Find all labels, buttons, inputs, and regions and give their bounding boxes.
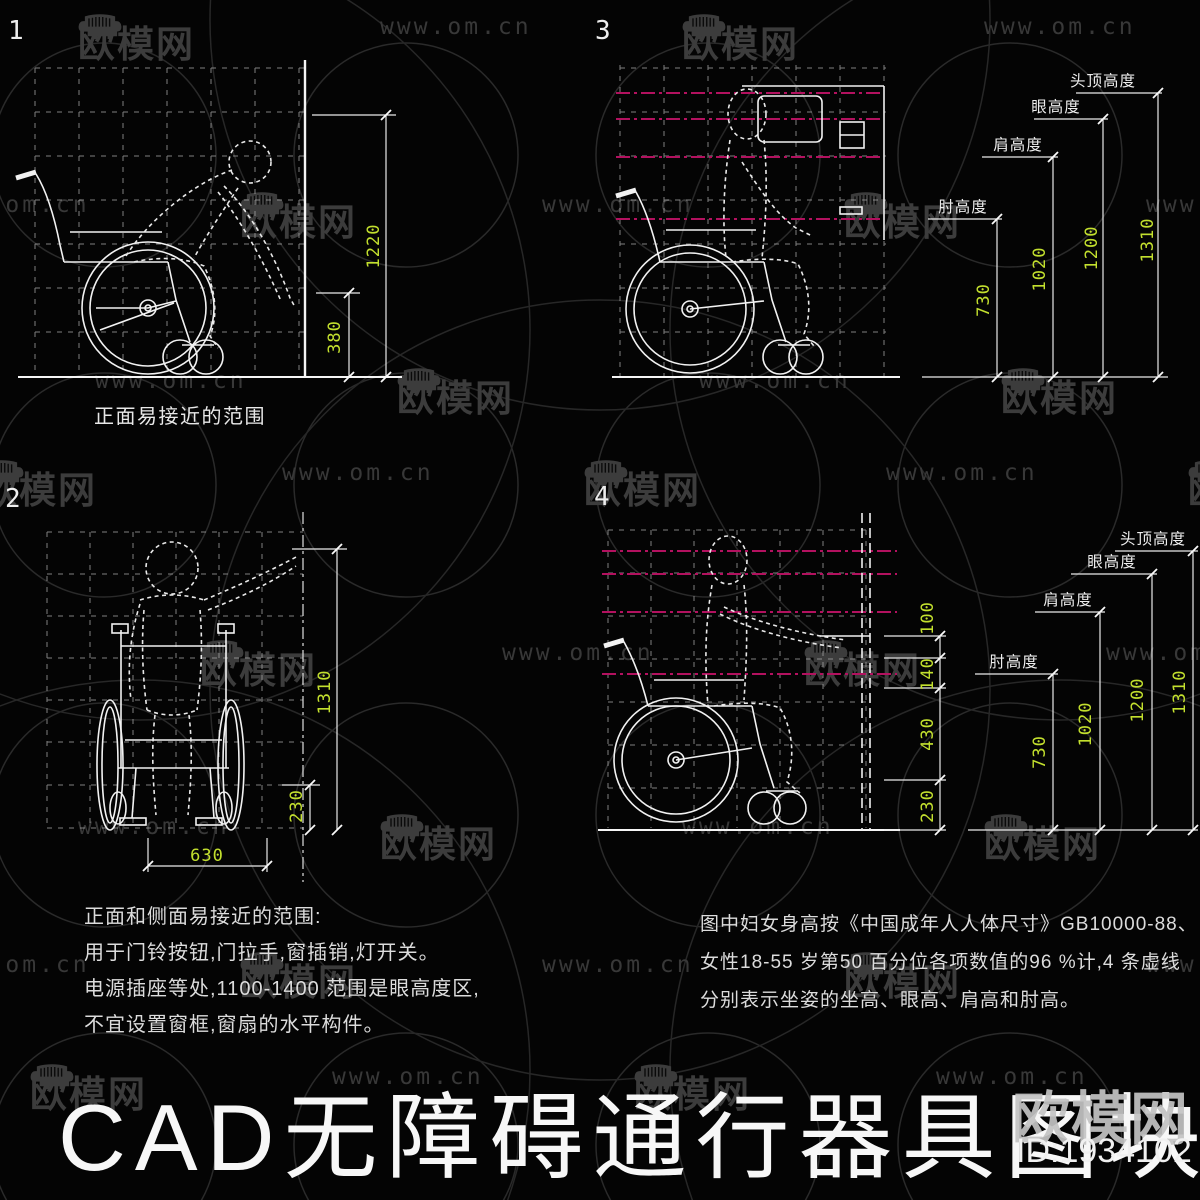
dim-1310: 1310 bbox=[1170, 670, 1190, 715]
label-shoulder-height: 肩高度 bbox=[1043, 591, 1093, 609]
wheelchair-side bbox=[15, 169, 224, 375]
diagram-4-number: 4 bbox=[594, 482, 610, 512]
watermark-circle bbox=[0, 0, 531, 721]
watermark-circle bbox=[209, 299, 991, 1081]
label-eye-height: 眼高度 bbox=[1087, 553, 1137, 571]
counter-front bbox=[861, 513, 871, 830]
dim-230: 230 bbox=[918, 789, 938, 823]
watermark-circle bbox=[209, 0, 991, 411]
watermark-circle bbox=[0, 679, 531, 1200]
dim-230: 230 bbox=[287, 789, 307, 823]
dim-1310: 1310 bbox=[1138, 218, 1158, 263]
note-line: 正面和侧面易接近的范围: bbox=[84, 906, 322, 928]
label-head-height: 头顶高度 bbox=[1070, 72, 1136, 90]
note-line: 女性18-55 岁第50 百分位各项数值的96 %计,4 条虚线 bbox=[700, 952, 1181, 973]
diagram-2-grid bbox=[46, 531, 303, 829]
height-guide-lines bbox=[616, 92, 880, 220]
diagram-1-side-reach: 1220 380 bbox=[15, 60, 402, 383]
label-elbow-height: 肘高度 bbox=[989, 653, 1039, 671]
height-guide-lines bbox=[602, 550, 897, 675]
label-shoulder-height: 肩高度 bbox=[993, 136, 1043, 154]
dim-430: 430 bbox=[918, 717, 938, 751]
label-eye-height: 眼高度 bbox=[1031, 98, 1081, 116]
dim-630: 630 bbox=[190, 846, 224, 866]
dim-730: 730 bbox=[974, 283, 994, 317]
dim-1310: 1310 bbox=[315, 670, 335, 715]
note-line: 用于门铃按钮,门拉手,窗插销,灯开关。 bbox=[84, 942, 440, 964]
watermark-circle bbox=[669, 0, 1200, 721]
watermark-circle bbox=[897, 702, 1123, 928]
wheelchair-side bbox=[603, 637, 807, 825]
dim-1200: 1200 bbox=[1082, 226, 1102, 271]
diagram-2-dimensions: 1310 230 630 bbox=[142, 543, 347, 872]
watermark-circle bbox=[595, 702, 821, 928]
note-line: 分别表示坐姿的坐高、眼高、肩高和肘高。 bbox=[700, 990, 1081, 1011]
diagram-4-stack-dimensions: 100 140 430 230 bbox=[884, 601, 946, 836]
label-elbow-height: 肘高度 bbox=[938, 198, 988, 216]
diagram-1-caption: 正面易接近的范围 bbox=[94, 406, 266, 428]
sheet-title: CAD无障碍通行器具图块 bbox=[58, 1085, 1200, 1190]
diagram-1-dimensions: 1220 380 bbox=[312, 109, 396, 383]
diagram-4-height-dimensions: 肘高度 肩高度 眼高度 头顶高度 730 1020 1200 1310 bbox=[968, 530, 1199, 836]
person-at-counter bbox=[705, 535, 847, 794]
note-line: 图中妇女身高按《中国成年人人体尺寸》GB10000-88、 bbox=[700, 914, 1198, 935]
note-line: 不宜设置窗框,窗扇的水平构件。 bbox=[84, 1014, 385, 1036]
watermark-circle bbox=[0, 372, 217, 598]
wheelchair-side bbox=[615, 187, 824, 375]
watermark-circle bbox=[0, 42, 217, 268]
footer-brand: 欧模网 bbox=[1012, 1087, 1190, 1152]
dim-1200: 1200 bbox=[1128, 678, 1148, 723]
dim-380: 380 bbox=[325, 320, 345, 354]
watermark-circle bbox=[595, 1032, 821, 1200]
watermark-circle bbox=[897, 42, 1123, 268]
dim-140: 140 bbox=[918, 657, 938, 691]
watermark-circle bbox=[0, 1032, 217, 1200]
dim-1020: 1020 bbox=[1076, 702, 1096, 747]
diagram-2-number: 2 bbox=[5, 484, 21, 514]
diagram-3-number: 3 bbox=[595, 16, 611, 46]
dim-730: 730 bbox=[1030, 735, 1050, 769]
diagram-4-notes: 图中妇女身高按《中国成年人人体尺寸》GB10000-88、 女性18-55 岁第… bbox=[700, 906, 1198, 1020]
watermark-circle bbox=[293, 702, 519, 928]
wall-cabinet bbox=[742, 85, 885, 240]
watermark-circle bbox=[293, 1032, 519, 1200]
diagram-3-seated-heights: 肘高度 肩高度 眼高度 头顶高度 730 1020 1200 1310 bbox=[612, 65, 1168, 383]
person-leaning bbox=[125, 140, 296, 349]
watermark-circle bbox=[897, 1032, 1123, 1200]
footer-id: ID:1934102 bbox=[1016, 1132, 1192, 1170]
diagram-1-grid bbox=[34, 67, 305, 377]
person-seated bbox=[723, 88, 815, 347]
watermark-circle bbox=[293, 42, 519, 268]
dim-1220: 1220 bbox=[364, 224, 384, 269]
label-head-height: 头顶高度 bbox=[1120, 530, 1186, 548]
diagram-1-number: 1 bbox=[8, 16, 24, 46]
wheelchair-front bbox=[96, 623, 245, 831]
note-line: 电源插座等处,1100-1400 范围是眼高度区, bbox=[84, 978, 480, 1000]
diagram-3-dimensions: 肘高度 肩高度 眼高度 头顶高度 730 1020 1200 1310 bbox=[922, 72, 1168, 383]
person-arm-raised bbox=[128, 541, 299, 816]
diagram-2-front-reach: 1310 230 630 bbox=[46, 512, 347, 882]
dim-100: 100 bbox=[918, 601, 938, 635]
diagram-4-counter-heights: 100 140 430 230 肘高度 肩高度 眼高度 头顶高度 730 102… bbox=[598, 513, 1199, 836]
diagram-2-notes: 正面和侧面易接近的范围: 用于门铃按钮,门拉手,窗插销,灯开关。 电源插座等处,… bbox=[84, 899, 480, 1043]
dim-1020: 1020 bbox=[1030, 247, 1050, 292]
diagram-3-grid bbox=[619, 65, 886, 377]
